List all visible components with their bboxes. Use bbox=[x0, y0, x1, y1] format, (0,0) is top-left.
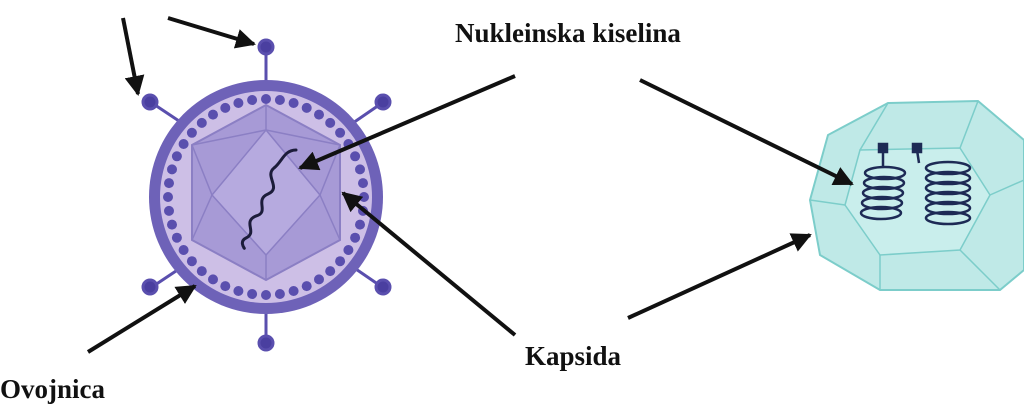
envelope-dot bbox=[171, 232, 182, 243]
envelope-dot bbox=[163, 192, 173, 202]
envelope-dot bbox=[247, 289, 258, 299]
envelope-dot bbox=[208, 274, 218, 285]
envelope-dot bbox=[261, 290, 271, 300]
envelope-dot bbox=[314, 109, 324, 120]
envelope-dot bbox=[220, 281, 231, 292]
envelope-dot bbox=[261, 94, 271, 104]
envelope-dot bbox=[233, 98, 244, 108]
pointer-arrows bbox=[86, 16, 854, 354]
envelope-dot bbox=[325, 266, 336, 277]
envelope-dot bbox=[247, 95, 258, 105]
envelope-dot bbox=[355, 219, 365, 230]
envelope-dot bbox=[301, 281, 312, 292]
arrow-spike-top bbox=[167, 16, 256, 49]
envelope-dot bbox=[314, 274, 324, 285]
envelope-dot bbox=[301, 102, 312, 113]
envelope-dot bbox=[359, 192, 369, 202]
envelope-dot bbox=[167, 219, 177, 230]
envelope-dot bbox=[335, 127, 346, 138]
nucleic-acid-strand bbox=[240, 148, 298, 250]
arrow-nucleic-right bbox=[639, 78, 854, 186]
envelope-dot bbox=[178, 245, 189, 255]
envelope-dot bbox=[325, 117, 336, 128]
arrow-envelope bbox=[86, 284, 197, 354]
envelope-dot bbox=[196, 266, 207, 277]
envelope-dot bbox=[335, 256, 346, 267]
envelope-dot bbox=[186, 127, 197, 138]
icosahedral-capsid bbox=[191, 103, 341, 282]
arrow-capsid-right bbox=[627, 233, 812, 320]
envelope-dot bbox=[233, 286, 244, 296]
envelope-dot bbox=[355, 164, 365, 175]
envelope-dot bbox=[274, 289, 285, 299]
envelope-dot bbox=[288, 286, 299, 296]
envelope-label: Ovojnica bbox=[0, 374, 105, 404]
nucleic-acid-label: Nukleinska kiselina bbox=[455, 18, 681, 48]
envelope-dot bbox=[343, 245, 354, 255]
envelope-dot bbox=[167, 164, 177, 175]
envelope-dot bbox=[178, 139, 189, 149]
envelope-dot bbox=[171, 151, 182, 162]
arrow-capsid-left bbox=[341, 191, 517, 337]
arrow-spike-left bbox=[121, 17, 145, 96]
coiled-nucleic-acid bbox=[859, 142, 972, 226]
envelope-dot bbox=[350, 232, 361, 243]
naked-virus-icon bbox=[808, 99, 1024, 291]
envelope-dot bbox=[196, 117, 207, 128]
envelope-spikes bbox=[141, 38, 392, 352]
envelope-dot bbox=[288, 98, 299, 108]
envelope-dot bbox=[164, 178, 174, 189]
envelope-dot bbox=[358, 178, 368, 189]
envelope-dot bbox=[164, 205, 174, 216]
envelope-dot bbox=[274, 95, 285, 105]
envelope-dot bbox=[220, 102, 231, 113]
envelope-dots bbox=[163, 94, 369, 300]
capsid-label: Kapsida bbox=[525, 341, 622, 371]
enveloped-virus-icon bbox=[141, 38, 392, 352]
envelope-dot bbox=[350, 151, 361, 162]
arrow-nucleic-left bbox=[298, 74, 516, 171]
envelope-dot bbox=[186, 256, 197, 267]
envelope-dot bbox=[208, 109, 218, 120]
